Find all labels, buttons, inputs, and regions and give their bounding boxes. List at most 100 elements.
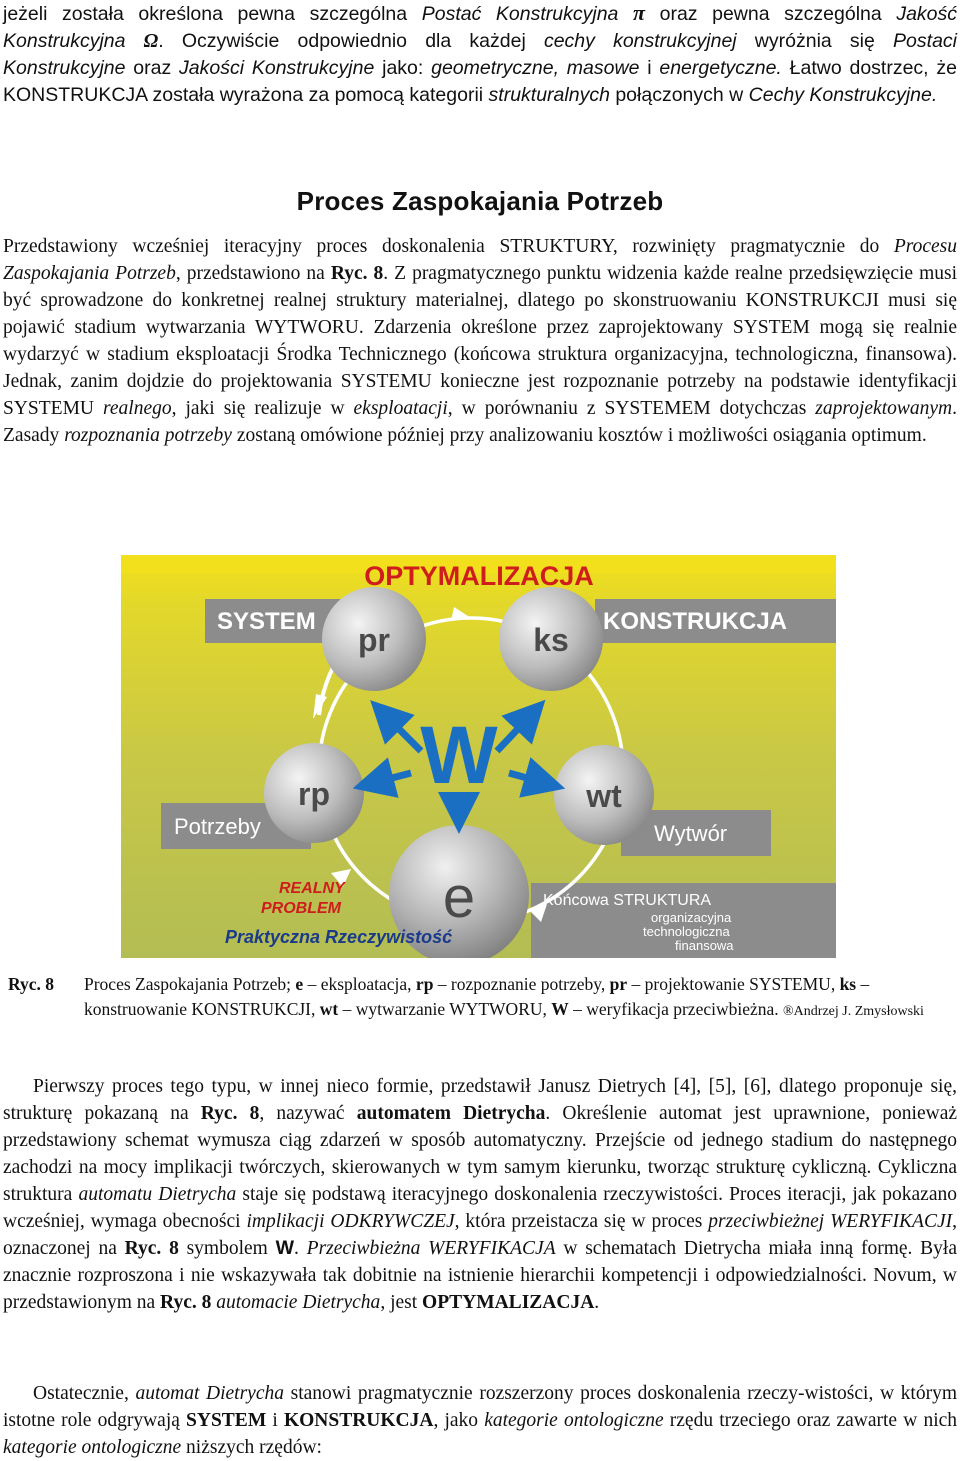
- text-run: – eksploatacja,: [303, 974, 416, 994]
- italic-term: geometryczne, masowe: [431, 57, 640, 79]
- rp-label: rp: [298, 776, 330, 812]
- text-run: zostaną omówione później przy analizowan…: [231, 425, 927, 446]
- konstrukcja-bar: [595, 599, 836, 643]
- text-run: staje się podstawą iteracyjnego doskonal…: [3, 1184, 957, 1232]
- wt-circle: [554, 745, 654, 845]
- weryfikacja-w-label: W: [420, 710, 498, 801]
- koncowa-struktura-label: Końcowa STRUKTURA: [543, 892, 711, 909]
- text-run: Ostatecznie,: [33, 1383, 136, 1404]
- text-run: .: [594, 1292, 600, 1313]
- text-run: . Oczywiście odpowiednio dla każdej: [158, 29, 544, 52]
- text-run: , jest: [380, 1292, 423, 1313]
- text-run: – wytwarzanie WYTWORU,: [338, 999, 552, 1019]
- omega-symbol: Ω: [143, 30, 159, 52]
- koncowa-item: organizacyjna: [651, 910, 732, 925]
- italic-term: kategorie ontologiczne: [3, 1437, 182, 1458]
- text-run: Proces Zaspokajania Potrzeb;: [84, 974, 296, 994]
- text-run: jako:: [374, 57, 432, 79]
- cycle-arrowhead: [313, 694, 327, 719]
- verify-arrow-ks: [494, 699, 546, 754]
- bold-term: wt: [319, 999, 339, 1019]
- section-heading: Proces Zaspokajania Potrzeb: [296, 186, 664, 216]
- italic-term: Cechy Konstrukcyjne.: [748, 83, 938, 106]
- text-run: – weryfikacja przeciwbieżna.: [568, 999, 784, 1019]
- body-paragraph-3: Ostatecznie, automat Dietrycha stanowi p…: [3, 1380, 957, 1461]
- cycle-arrowhead: [331, 869, 351, 887]
- italic-term: automat Dietrycha: [135, 1383, 284, 1404]
- figure-caption: Ryc. 8 Proces Zaspokajania Potrzeb; e – …: [8, 972, 958, 1024]
- italic-term: realnego: [103, 398, 172, 419]
- intro-paragraph: jeżeli została określona pewna szczególn…: [3, 0, 957, 108]
- optymalizacja-label: OPTYMALIZACJA: [364, 561, 594, 591]
- text-run: symbolem: [178, 1238, 276, 1259]
- node-e: e: [389, 825, 529, 958]
- italic-term: Jakości Konstrukcyjne: [179, 57, 375, 79]
- bold-term: e: [295, 974, 304, 994]
- body-paragraph-1: Przedstawiony wcześniej iteracyjny proce…: [3, 233, 957, 449]
- text-run: , jako: [433, 1410, 485, 1431]
- text-run: . Określenie automat jest uprawnione, po…: [3, 1103, 957, 1205]
- pi-symbol: π: [633, 0, 646, 25]
- koncowa-item: finansowa: [675, 938, 734, 953]
- bold-term: ks: [839, 974, 857, 994]
- text-run: połączonych w: [609, 83, 749, 106]
- text-run: , jaki się realizuje w: [171, 398, 354, 419]
- bold-term: KONSTRUKCJA: [283, 1410, 434, 1431]
- w-symbol: W: [275, 1237, 295, 1259]
- text-run: jeżeli została określona pewna szczególn…: [3, 3, 422, 25]
- text-run: . Z pragmatycznego punktu widzenia każde…: [3, 263, 957, 419]
- text-run: , która przeistacza się w proces: [454, 1211, 709, 1232]
- italic-term: energetyczne.: [659, 57, 782, 79]
- wytwor-label: Wytwór: [654, 821, 727, 846]
- bold-term: OPTYMALIZACJA: [422, 1292, 595, 1313]
- italic-term: strukturalnych: [488, 83, 610, 106]
- text-run: , przedstawiono na: [175, 263, 331, 284]
- koncowa-struktura-box: [531, 883, 836, 958]
- system-label: SYSTEM: [217, 608, 316, 635]
- text-run: .: [294, 1238, 307, 1259]
- italic-term: przeciwbieżnej WERYFIKACJI: [708, 1211, 953, 1232]
- caption-text: Proces Zaspokajania Potrzeb; e – eksploa…: [84, 972, 958, 1024]
- verify-arrow-wt: [508, 757, 566, 798]
- cycle-arrowhead: [529, 904, 547, 922]
- italic-term: Przeciwbieżna WERYFIKACJA: [306, 1238, 556, 1259]
- potrzeby-label: Potrzeby: [174, 814, 261, 839]
- e-label: e: [443, 865, 475, 930]
- praktyczna-rzeczywistosc-label: Praktyczna Rzeczywistość: [225, 927, 452, 947]
- copyright-credit: ®Andrzej J. Zmysłowski: [783, 1004, 924, 1019]
- text-run: , oznaczonej na: [3, 1211, 957, 1259]
- figure-reference: Ryc. 8: [124, 1238, 179, 1259]
- text-run: , w porównaniu z SYSTEMEM dotychczas: [447, 398, 816, 419]
- pr-circle: [322, 587, 426, 691]
- text-run: wyróżnia się: [736, 29, 894, 52]
- node-wt: wt: [554, 745, 654, 845]
- figure-reference: Ryc. 8: [160, 1292, 212, 1313]
- italic-term: zaprojektowanym: [815, 398, 953, 419]
- text-run: Pierwszy proces tego typu, w innej nieco…: [3, 1076, 957, 1124]
- text-run: niższych rzędów:: [181, 1437, 322, 1458]
- wt-label: wt: [585, 778, 622, 814]
- italic-term: rozpoznania potrzeby: [64, 425, 232, 446]
- bold-term: W: [551, 999, 569, 1019]
- ks-circle: [499, 587, 603, 691]
- verification-arrows: [352, 699, 566, 834]
- konstrukcja-label: KONSTRUKCJA: [603, 608, 787, 635]
- italic-term: Postaci Konstrukcyjne: [3, 29, 957, 80]
- text-run: , nazywać: [259, 1103, 357, 1124]
- text-run: Łatwo dostrzec, że KONSTRUKCJA została w…: [3, 57, 957, 106]
- bold-term: rp: [415, 974, 434, 994]
- italic-term: cechy konstrukcyjnej: [543, 29, 737, 52]
- text-run: Przedstawiony wcześniej iteracyjny proce…: [3, 236, 894, 257]
- caption-label: Ryc. 8: [8, 974, 55, 994]
- text-run: – rozpoznanie potrzeby,: [433, 974, 610, 994]
- cycle-arrowhead: [451, 607, 471, 621]
- italic-term: automacie Dietrycha: [216, 1292, 381, 1313]
- rp-circle: [264, 743, 364, 843]
- italic-term: Procesu Zaspokajania Potrzeb: [3, 236, 957, 284]
- process-diagram: OPTYMALIZACJA SYSTEM KONSTRUKCJA Potrzeb…: [121, 555, 836, 958]
- text-run: – projektowanie SYSTEMU,: [627, 974, 840, 994]
- node-rp: rp: [264, 743, 364, 843]
- diagram-top-band: [121, 555, 836, 573]
- text-run: stanowi pragmatycznie rozszerzony proces…: [3, 1383, 958, 1431]
